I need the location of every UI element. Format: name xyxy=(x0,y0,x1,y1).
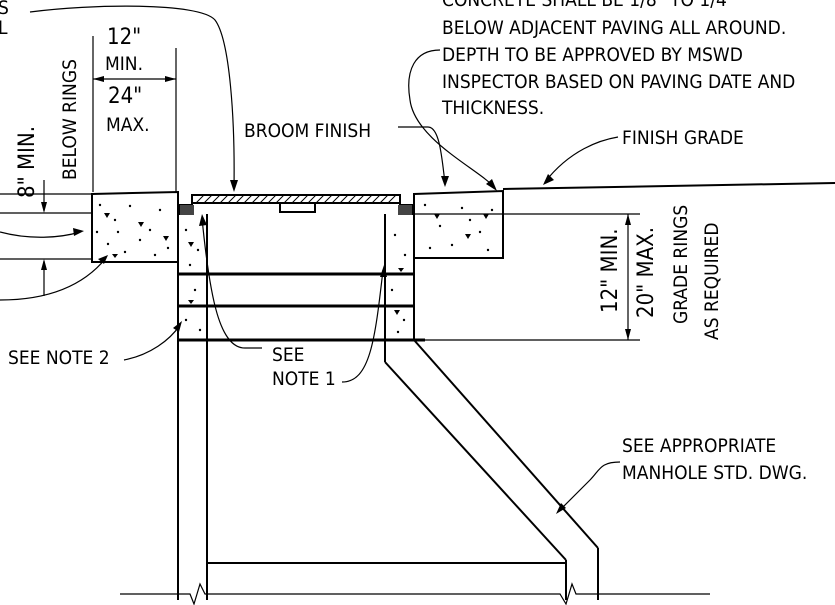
dim-8in-min-label: 8" MIN. xyxy=(15,126,40,198)
leader-lines xyxy=(0,5,621,514)
see-note-2-label: SEE NOTE 2 xyxy=(8,347,110,369)
dim-12in-min-rings: 12" MIN. xyxy=(598,228,623,313)
concrete-note-line2: BELOW ADJACENT PAVING ALL AROUND. xyxy=(442,17,786,39)
left-grout-seal xyxy=(180,205,194,215)
grade-rings-label: GRADE RINGS xyxy=(670,205,692,324)
break-line-bottom xyxy=(120,582,710,605)
dim-min-label: MIN. xyxy=(105,53,143,75)
see-appropriate-line1: SEE APPROPRIATE xyxy=(622,435,776,457)
concrete-note-line5: THICKNESS. xyxy=(441,97,544,119)
see-appropriate-line2: MANHOLE STD. DWG. xyxy=(622,462,807,484)
dim-max-label: MAX. xyxy=(106,114,150,136)
finish-grade-line xyxy=(502,182,835,190)
as-required-label: AS REQUIRED xyxy=(701,223,723,341)
dim-20in-max-rings: 20" MAX. xyxy=(634,227,659,318)
right-grout-seal xyxy=(398,205,412,215)
see-note-1-line1: SEE xyxy=(272,344,304,366)
top-left-fragment-1: S xyxy=(0,0,9,19)
concrete-collar-right xyxy=(413,189,504,259)
concrete-collar-left xyxy=(91,190,179,263)
concrete-note-line4: INSPECTOR BASED ON PAVING DATE AND xyxy=(442,71,795,93)
dim-12in-label: 12" xyxy=(107,25,141,50)
dim-24in-label: 24" xyxy=(108,84,142,109)
dimension-12-24-horizontal xyxy=(92,36,177,192)
see-note-1-line2: NOTE 1 xyxy=(272,368,336,390)
top-left-fragment-2: L xyxy=(0,17,8,39)
finish-grade-label: FINISH GRADE xyxy=(622,127,744,149)
below-rings-label: BELOW RINGS xyxy=(59,59,81,180)
dimension-8in-vertical xyxy=(0,180,92,296)
manhole-frame-cover xyxy=(179,194,413,215)
grade-rings xyxy=(177,214,425,600)
broom-finish-label: BROOM FINISH xyxy=(244,120,371,142)
dimension-grade-rings-vertical xyxy=(415,213,640,341)
concrete-note-line3: DEPTH TO BE APPROVED BY MSWD xyxy=(442,44,743,66)
manhole-cone-section xyxy=(207,339,599,600)
concrete-note-line1: CONCRETE SHALL BE 1/8" TO 1/4" xyxy=(442,0,735,11)
